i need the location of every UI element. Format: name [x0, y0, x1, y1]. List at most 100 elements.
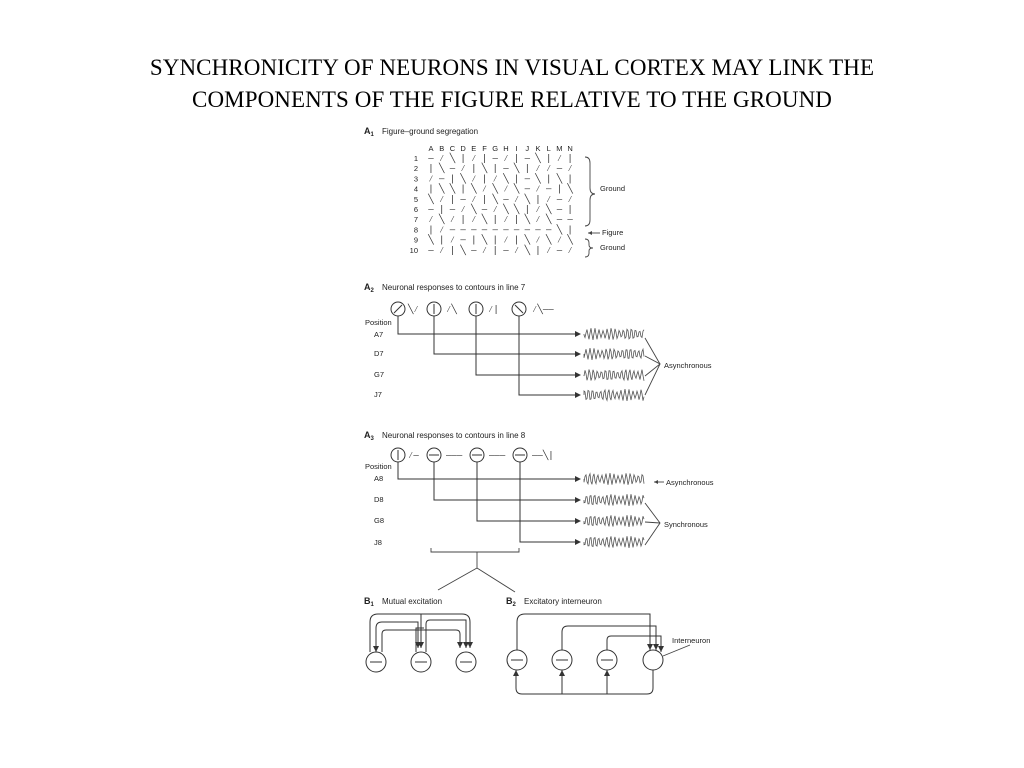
grid-contour-glyph: – [482, 205, 488, 215]
a3-line-a8 [397, 462, 575, 480]
grid-contour-glyph: ⁄ [482, 246, 487, 256]
a3-sync-label: Synchronous [664, 520, 708, 529]
ground-label: Ground [600, 184, 625, 193]
grid-contour-glyph: ⁄ [546, 246, 551, 256]
grid-contour-glyph: | [428, 164, 433, 174]
ground-brace-2 [584, 238, 594, 258]
grid-contour-glyph: ⁄ [492, 205, 497, 215]
grid-contour-glyph: | [450, 174, 455, 184]
grid-contour-glyph: ╲ [459, 172, 466, 184]
a2-cell-j7 [511, 301, 527, 317]
column-header: I [516, 144, 518, 153]
grid-contour-glyph: ⁄ [535, 215, 540, 225]
grid-contour-glyph: ╲ [459, 244, 466, 256]
grid-contour-glyph: ╲ [534, 152, 541, 164]
row-number: 5 [414, 195, 418, 204]
grid-contour-glyph: ⁄ [503, 215, 508, 225]
a3-line-j8 [519, 462, 575, 543]
slide-title: SYNCHRONICITY OF NEURONS IN VISUAL CORTE… [0, 52, 1024, 116]
grid-contour-glyph: – [535, 225, 541, 235]
grid-contour-glyph: ╲ [513, 162, 520, 174]
grid-contour-glyph: ⁄ [439, 154, 444, 164]
a2-contour-glyphs: ╲⁄ ⁄╲ ⁄| ⁄╲–– [407, 303, 554, 315]
a3-line-d8 [433, 462, 575, 501]
row-number: 8 [414, 225, 418, 234]
column-header: G [492, 144, 498, 153]
grid-contour-glyph: – [471, 246, 477, 256]
svg-text:⁄–: ⁄– [408, 451, 419, 461]
grid-contour-glyph: ╲ [556, 223, 563, 235]
a3-cell-d8 [426, 447, 442, 463]
grid-contour-glyph: ⁄ [439, 225, 444, 235]
grid-contour-glyph: ╲ [545, 234, 552, 246]
grid-contour-glyph: – [503, 225, 509, 235]
grid-contour-glyph: ╲ [524, 213, 531, 225]
grid-contour-glyph: – [428, 205, 434, 215]
grid-contour-glyph: – [514, 225, 520, 235]
grid-contour-glyph: | [460, 185, 465, 195]
grid-contour-glyph: | [567, 205, 572, 215]
wave-a7 [583, 328, 645, 341]
a2-arrow-a7 [575, 331, 581, 337]
a3-splitter [437, 552, 516, 593]
column-header: F [482, 144, 487, 153]
a3-async-label: Asynchronous [666, 478, 714, 487]
grid-contour-glyph: – [557, 246, 563, 256]
grid-contour-glyph: | [492, 164, 497, 174]
panel-b1-title: Mutual excitation [382, 597, 442, 606]
grid-contour-glyph: ╲ [449, 183, 456, 195]
wave-g8 [583, 515, 645, 528]
grid-contour-glyph: ⁄ [567, 195, 572, 205]
grid-contour-glyph: – [450, 205, 456, 215]
grid-contour-glyph: – [460, 236, 466, 246]
a2-line-d7 [433, 316, 575, 355]
grid-contour-glyph: – [471, 225, 477, 235]
a3-response-waves [583, 472, 645, 549]
a3-position-label: Position [365, 462, 392, 471]
b2-interneuron-pointer [662, 644, 691, 657]
grid-contour-glyph: ⁄ [439, 195, 444, 205]
grid-contour-glyph: | [525, 205, 530, 215]
a2-arrow-j7 [575, 392, 581, 398]
grid-contour-glyph: | [471, 236, 476, 246]
grid-contour-glyph: ⁄ [557, 154, 562, 164]
slide-title-line-2: COMPONENTS OF THE FIGURE RELATIVE TO THE… [192, 87, 832, 112]
b1-neuron-2 [410, 651, 432, 673]
panel-b2-id: B2 [506, 596, 517, 608]
a2-cell-g7 [468, 301, 484, 317]
a3-cell-g8 [469, 447, 485, 463]
panel-a3-title: Neuronal responses to contours in line 8 [382, 431, 526, 440]
grid-contour-glyph: ╲ [481, 162, 488, 174]
grid-contour-glyph: ⁄ [460, 164, 465, 174]
svg-text:⁄╲: ⁄╲ [446, 303, 457, 315]
a3-async-arrowhead [654, 480, 658, 484]
grid-contour-glyph: | [546, 174, 551, 184]
a2-result-label: Asynchronous [664, 361, 712, 370]
grid-contour-glyph: ⁄ [535, 205, 540, 215]
a2-cell-a7 [390, 301, 406, 317]
column-header: B [439, 144, 444, 153]
a3-line-g8 [476, 462, 575, 522]
grid-contour-glyph: ╲ [438, 213, 445, 225]
a2-line-j7 [518, 316, 575, 396]
grid-contour-glyph: | [428, 225, 433, 235]
grid-contour-glyph: | [546, 154, 551, 164]
grid-contour-glyph: – [460, 225, 466, 235]
grid-contour-glyph: | [567, 154, 572, 164]
column-header: N [567, 144, 572, 153]
grid-contour-glyph: ╲ [524, 193, 531, 205]
column-header: D [460, 144, 466, 153]
grid-contour-glyph: – [460, 195, 466, 205]
a2-position-a7: A7 [374, 330, 383, 339]
a2-position-label: Position [365, 318, 392, 327]
panel-a1-grid: 1–⁄╲|⁄|–⁄|–╲|⁄|2|╲–⁄|╲|–╲|⁄⁄–⁄3⁄–|╲⁄|⁄╲|… [410, 152, 574, 256]
grid-contour-glyph: | [514, 154, 519, 164]
a3-arrow-d8 [575, 497, 581, 503]
b2-neuron-2 [551, 649, 573, 671]
grid-contour-glyph: ╲ [545, 203, 552, 215]
grid-contour-glyph: | [514, 174, 519, 184]
panel-b1: B1 Mutual excitation [364, 596, 477, 673]
a3-position-g8: G8 [374, 516, 384, 525]
grid-contour-glyph: ╲ [449, 152, 456, 164]
